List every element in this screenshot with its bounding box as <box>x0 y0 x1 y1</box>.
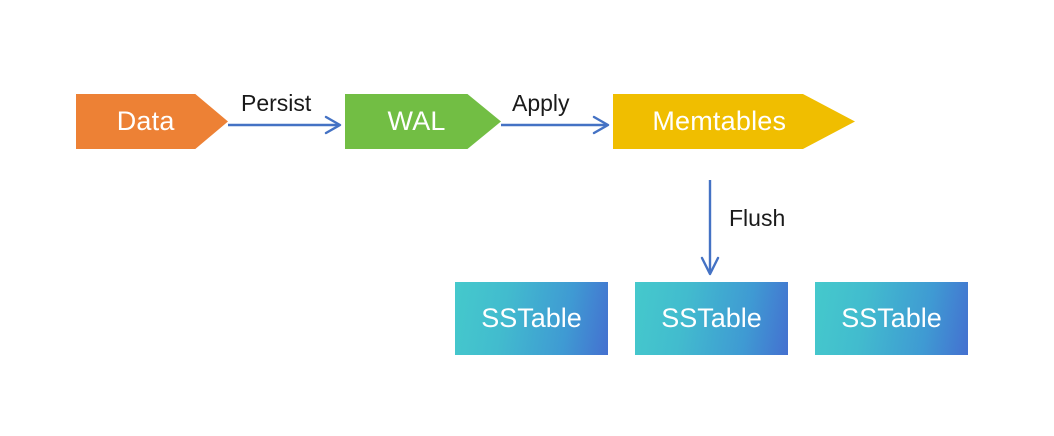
node-wal[interactable]: WAL <box>345 94 501 149</box>
node-sstable-1[interactable]: SSTable <box>455 282 608 355</box>
edge-label-persist: Persist <box>241 90 312 116</box>
node-memtables[interactable]: Memtables <box>613 94 855 149</box>
node-sstable-3[interactable]: SSTable <box>815 282 968 355</box>
edge-label-apply: Apply <box>512 90 570 116</box>
node-memtables-label: Memtables <box>652 106 787 136</box>
edge-label-flush: Flush <box>729 205 786 231</box>
edge-apply-arrow <box>501 115 610 135</box>
node-data[interactable]: Data <box>76 94 228 149</box>
node-sstable-1-label: SSTable <box>481 303 582 333</box>
edge-flush-arrow <box>700 180 720 276</box>
edge-persist-arrow <box>228 115 342 135</box>
node-sstable-2-label: SSTable <box>661 303 762 333</box>
node-sstable-3-label: SSTable <box>841 303 942 333</box>
node-data-label: Data <box>116 106 175 136</box>
node-wal-label: WAL <box>387 106 446 136</box>
node-sstable-2[interactable]: SSTable <box>635 282 788 355</box>
